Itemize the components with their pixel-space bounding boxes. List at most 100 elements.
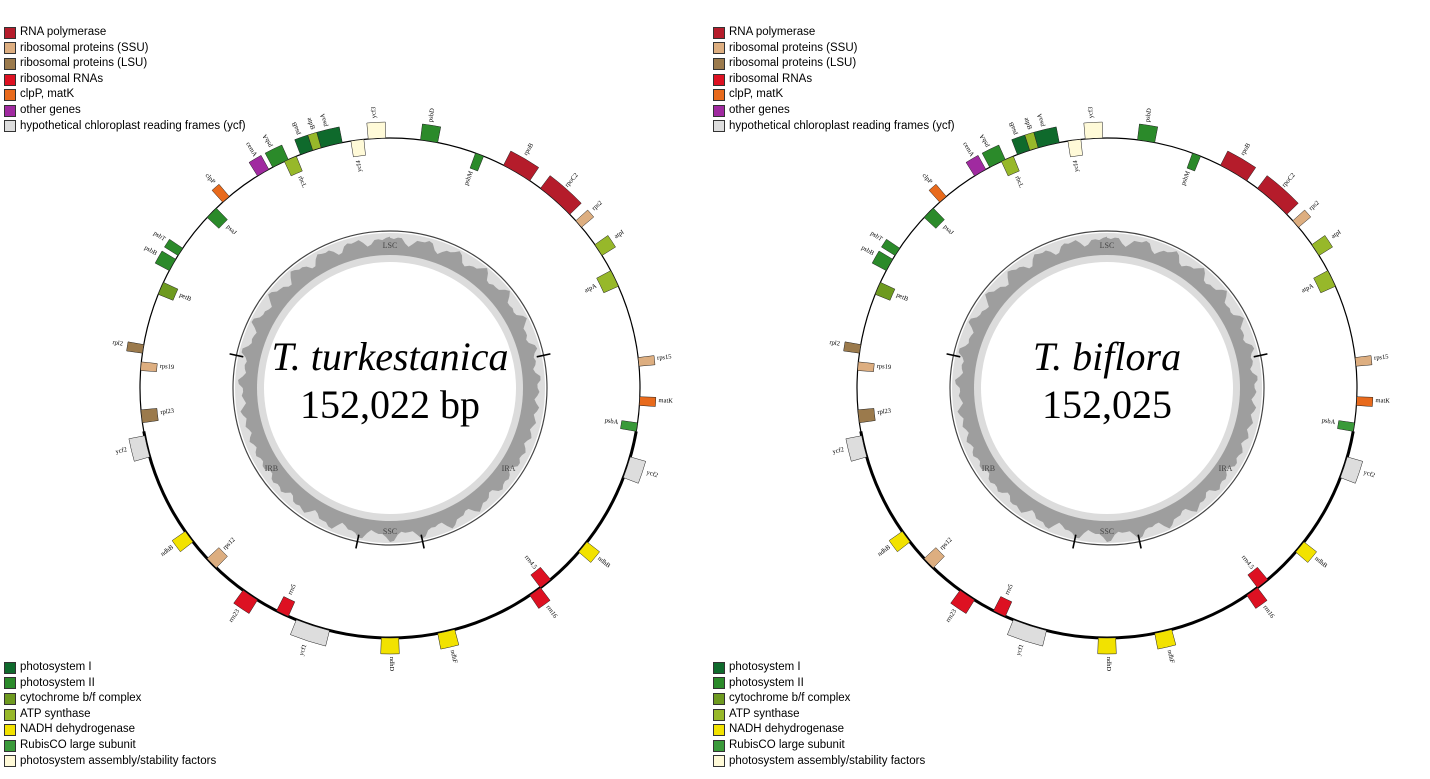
gene-label: rps2 xyxy=(1308,199,1321,212)
gene-block xyxy=(928,183,947,203)
quadrant-tick xyxy=(355,534,360,549)
gene-block xyxy=(993,596,1013,617)
gene-label: rpl2 xyxy=(112,339,123,348)
gene-label: psaA xyxy=(1036,112,1046,127)
legend-label: NADH dehydrogenase xyxy=(20,723,136,736)
gene-label: rrn23 xyxy=(228,608,242,624)
gene-block xyxy=(874,282,896,301)
legend-item: photosystem assembly/stability factors xyxy=(4,754,216,770)
gene-label: psbB xyxy=(860,244,876,257)
legend-label: other genes xyxy=(20,103,81,116)
gene-block xyxy=(637,355,656,367)
legend-item: clpP, matK xyxy=(4,87,246,103)
gene-label: rrn5 xyxy=(287,583,298,596)
quadrant-tick xyxy=(229,353,244,358)
gene-label: psaB xyxy=(291,120,302,135)
gene-block xyxy=(157,282,179,301)
gene-block xyxy=(420,123,442,143)
gene-label: rrn4.5 xyxy=(523,554,538,571)
legend-label: hypothetical chloroplast reading frames … xyxy=(729,119,955,132)
gene-label: rbcL xyxy=(1013,175,1024,189)
gene-label: ycf2 xyxy=(1363,469,1376,479)
legend-item: cytochrome b/f complex xyxy=(4,691,216,707)
gene-block xyxy=(540,175,582,215)
region-label-ira: IRA xyxy=(502,464,516,473)
quadrant-tick xyxy=(420,534,425,549)
legend-item: photosystem II xyxy=(713,676,925,692)
gene-label: petB xyxy=(178,292,193,304)
gene-block xyxy=(965,155,987,177)
gene-block xyxy=(140,408,159,424)
gene-label: rpoB xyxy=(1239,141,1252,156)
legend-label: photosystem II xyxy=(20,676,95,689)
gene-label: clpP xyxy=(204,172,217,186)
legend-swatch xyxy=(713,57,725,70)
legend-swatch xyxy=(4,42,16,55)
gene-label: ycf3 xyxy=(370,107,378,119)
gene-label: psbM xyxy=(463,170,475,187)
gene-block xyxy=(437,629,460,650)
gene-block xyxy=(164,238,184,256)
gene-label: ndhB xyxy=(159,544,175,558)
legend-item: ribosomal proteins (LSU) xyxy=(4,56,246,72)
gene-label: atpB xyxy=(306,117,316,131)
gene-block xyxy=(1292,209,1312,228)
legend-swatch xyxy=(4,89,16,102)
gene-label: ycf2 xyxy=(832,446,845,456)
gene-block xyxy=(1247,566,1269,589)
legend-item: hypothetical chloroplast reading frames … xyxy=(713,119,955,135)
legend-swatch xyxy=(4,661,16,674)
legend-swatch xyxy=(713,692,725,705)
quadrant-tick xyxy=(1253,353,1268,358)
gene-label: rrn16 xyxy=(1262,604,1276,620)
legend-item: RNA polymerase xyxy=(4,25,246,41)
legend-label: photosystem assembly/stability factors xyxy=(729,754,926,767)
gene-label: matK xyxy=(1375,397,1390,405)
gene-block xyxy=(1033,126,1060,148)
legend-item: other genes xyxy=(4,103,246,119)
legend-swatch xyxy=(4,26,16,39)
gene-label: atpA xyxy=(1300,282,1315,294)
legend-label: RNA polymerase xyxy=(20,26,107,38)
quadrant-tick xyxy=(1072,534,1077,549)
gene-block xyxy=(623,456,647,484)
gene-block xyxy=(1083,121,1103,140)
gene-block xyxy=(578,541,600,563)
gene-label: rps19 xyxy=(876,363,891,371)
legend-swatch xyxy=(713,89,725,102)
legend-label: RNA polymerase xyxy=(729,26,816,38)
species-name: T. turkestanica xyxy=(271,334,508,379)
gene-label: psbD xyxy=(427,108,436,123)
gene-label: ndhB xyxy=(596,555,612,570)
gene-block xyxy=(950,589,975,614)
gene-label: psbT xyxy=(152,230,167,243)
legend-swatch xyxy=(4,57,16,70)
legend-swatch xyxy=(713,26,725,39)
gene-block xyxy=(1313,270,1336,294)
gene-label: ndhD xyxy=(388,657,395,672)
region-label-lsc: LSC xyxy=(383,241,398,250)
gene-label: psaJ xyxy=(942,224,955,237)
gene-block xyxy=(307,131,322,151)
gene-block xyxy=(1067,139,1083,158)
gene-label: rps12 xyxy=(222,536,237,551)
legend-label: hypothetical chloroplast reading frames … xyxy=(20,119,246,132)
gene-label: rps19 xyxy=(159,363,174,371)
gene-block xyxy=(1186,152,1201,172)
gene-label: rps15 xyxy=(657,353,672,361)
legend-label: ATP synthase xyxy=(729,707,800,720)
legend-label: cytochrome b/f complex xyxy=(729,692,851,705)
legend-swatch xyxy=(713,661,725,674)
gene-label: ndhD xyxy=(1105,657,1112,672)
species-name: T. biflora xyxy=(1033,334,1181,379)
legend-label: photosystem I xyxy=(729,661,801,673)
legend-item: clpP, matK xyxy=(713,87,955,103)
legend-swatch xyxy=(713,120,725,133)
gene-label: ycf2 xyxy=(115,446,128,456)
gene-block xyxy=(1257,175,1299,215)
gene-label: rpoB xyxy=(522,141,535,156)
gene-block xyxy=(366,121,386,140)
